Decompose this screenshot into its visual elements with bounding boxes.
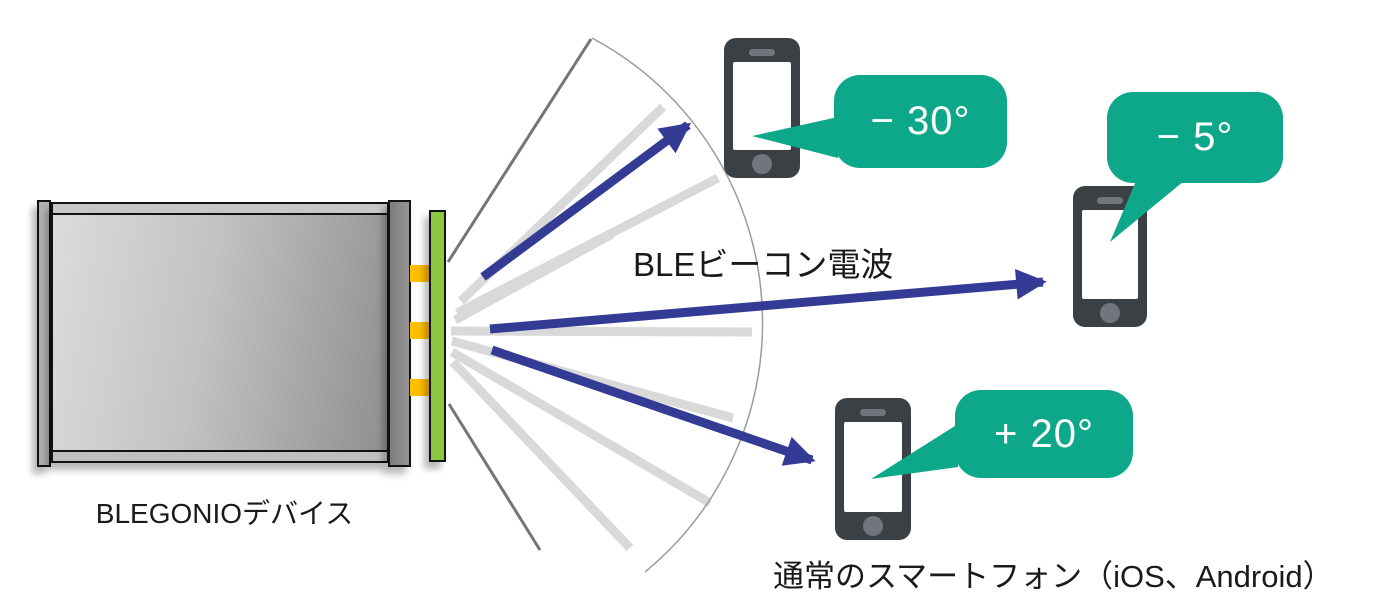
fan-edge-bottom	[447, 403, 542, 551]
phone-screen	[844, 422, 902, 512]
angle-bubble-plus20: + 20°	[955, 390, 1133, 478]
phone-home-button	[863, 516, 883, 536]
angle-bubble-minus5: − 5°	[1107, 92, 1283, 183]
connector-pin	[410, 379, 431, 396]
phone-screen	[733, 62, 791, 150]
beacon-ray	[449, 358, 634, 552]
device-front-panel	[388, 200, 411, 467]
beacon-label: BLEビーコン電波	[633, 246, 894, 283]
beacon-arrows	[480, 121, 1047, 466]
device-label: BLEGONIOデバイス	[95, 498, 354, 529]
beacon-ray	[449, 348, 713, 507]
beacon-arrow-lower	[490, 345, 816, 466]
connector-pin	[410, 322, 431, 339]
smartphone-2	[1073, 186, 1147, 327]
fan-arc	[591, 37, 764, 573]
fan-edge-top	[446, 38, 593, 263]
smartphone-caption: 通常のスマートフォン（iOS、Android）	[773, 559, 1334, 594]
antenna-board	[429, 210, 446, 462]
beacon-ray	[452, 230, 615, 324]
smartphone-3	[835, 398, 911, 540]
fan-edges	[446, 38, 593, 551]
smartphone-1	[724, 38, 800, 178]
angle-bubble-minus30: − 30°	[834, 75, 1007, 168]
beacon-arrow-middle	[489, 269, 1047, 334]
phone-home-button	[752, 154, 772, 174]
device-bottom-rail	[53, 450, 387, 461]
phone-speaker	[749, 49, 775, 56]
beacon-arrow-upper	[480, 121, 692, 281]
device-top-rail	[53, 204, 387, 215]
connector-pin	[410, 265, 431, 282]
phone-screen	[1082, 210, 1138, 299]
phone-speaker	[1097, 197, 1123, 204]
device-left-bracket	[37, 200, 51, 467]
blegonio-device	[51, 202, 389, 463]
phone-home-button	[1100, 303, 1120, 323]
phone-speaker	[860, 409, 886, 416]
